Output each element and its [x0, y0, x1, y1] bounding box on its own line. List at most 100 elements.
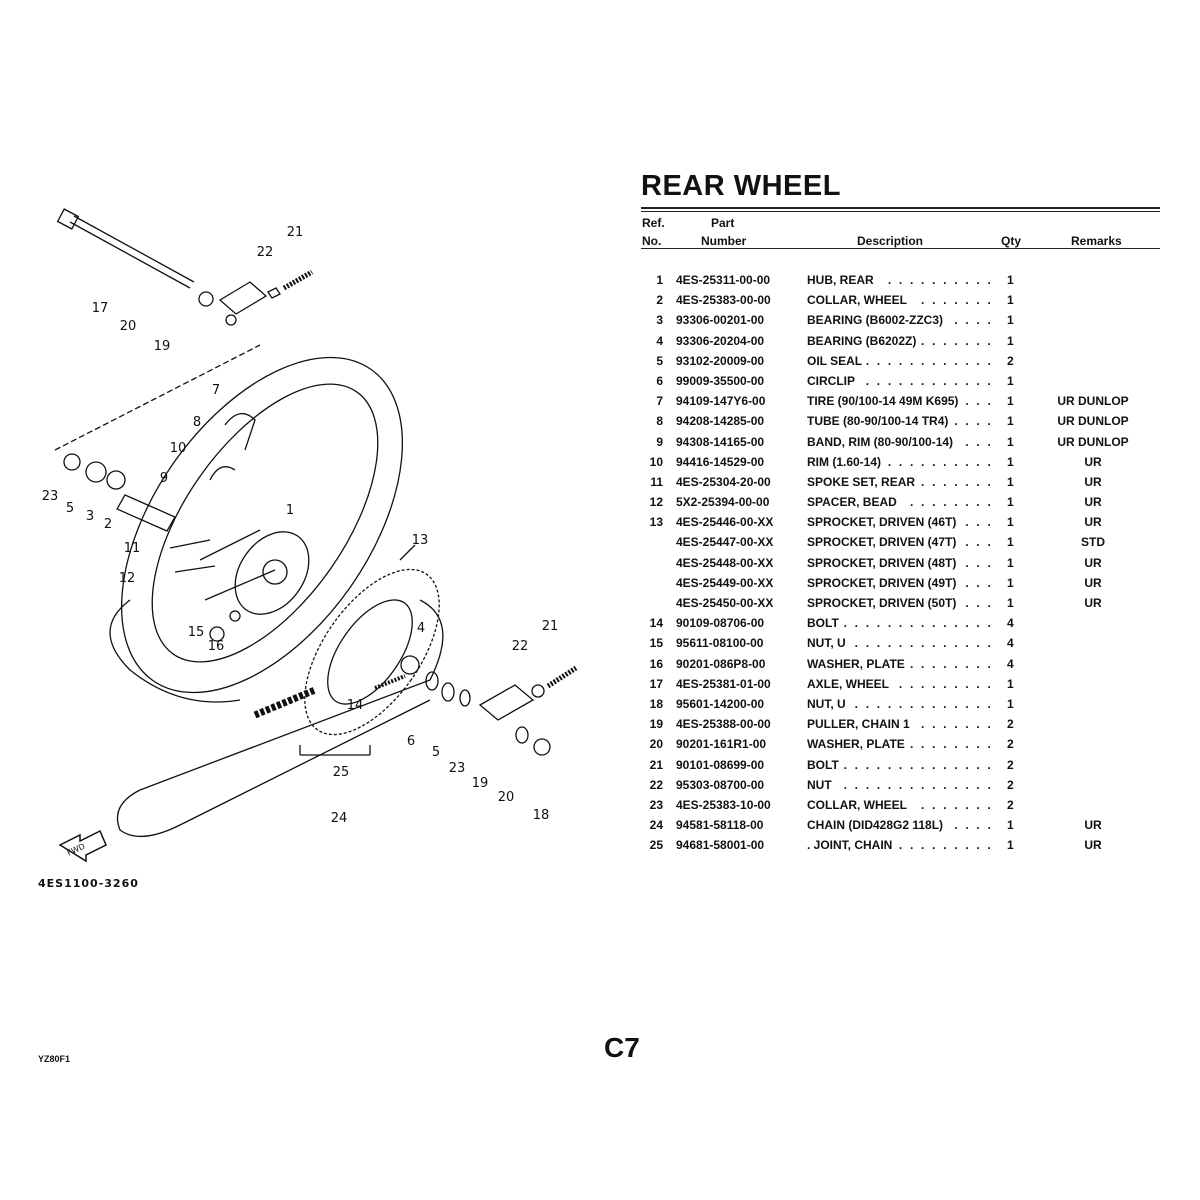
leader-dots: . . . . . . . . . . . . . .	[839, 613, 993, 634]
leader-dots: . . . . . . .	[917, 330, 993, 351]
part-description: SPROCKET, DRIVEN (49T). . .	[807, 572, 993, 593]
callout-label: 23	[449, 761, 466, 776]
part-description: BOLT. . . . . . . . . . . . . .	[807, 613, 993, 634]
chain-drawing	[116, 599, 444, 838]
callout-label: 7	[212, 383, 220, 398]
leader-dots: . . . . . . . . . . . .	[861, 350, 993, 371]
ref-number: 4	[656, 333, 663, 348]
remarks: UR	[1084, 515, 1102, 530]
header-rule	[641, 248, 1160, 249]
description-text: SPROCKET, DRIVEN (47T)	[807, 535, 957, 550]
leader-dots: . . . . . . .	[917, 714, 993, 735]
leader-dots: . . .	[961, 391, 993, 412]
leader-dots: . . . . . . . .	[905, 492, 993, 513]
quantity: 1	[1007, 293, 1014, 308]
header-ref-2: No.	[642, 234, 662, 248]
title-rule-thin	[641, 211, 1160, 212]
description-text: SPOKE SET, REAR	[807, 474, 916, 489]
part-description: CIRCLIP. . . . . . . . . . . .	[807, 370, 993, 391]
ref-number: 24	[649, 818, 663, 833]
page-title: REAR WHEEL	[641, 170, 841, 202]
part-number: 94308-14165-00	[676, 434, 765, 449]
ref-number: 12	[649, 495, 663, 510]
callout-label: 19	[154, 339, 171, 354]
part-description: SPACER, BEAD . . . . . . . .	[807, 492, 993, 513]
remarks: UR	[1084, 555, 1102, 570]
hub-drawing	[169, 529, 310, 615]
part-number: 95611-08100-00	[676, 636, 764, 651]
header-ref-1: Ref.	[642, 216, 665, 230]
callout-label: 19	[472, 776, 489, 791]
part-number: 5X2-25394-00-00	[676, 495, 770, 510]
part-number: 4ES-25388-00-00	[676, 717, 771, 732]
header-part-1: Part	[711, 216, 735, 230]
remarks: UR	[1084, 495, 1102, 510]
callout-label: 5	[432, 745, 440, 760]
description-text: SPROCKET, DRIVEN (49T)	[807, 575, 957, 590]
header-qty: Qty	[1001, 234, 1022, 248]
description-text: NUT, U	[807, 636, 846, 651]
part-description: SPROCKET, DRIVEN (47T). . .	[807, 532, 993, 553]
leader-dots: . . . . . . .	[917, 471, 993, 492]
description-text: AXLE, WHEEL	[807, 676, 890, 691]
leader-dots: . . .	[961, 552, 993, 573]
leader-dots: . . . . . . . . .	[894, 673, 993, 694]
leader-dots: . . . .	[950, 310, 993, 331]
callout-label: 23	[42, 489, 59, 504]
quantity: 1	[1007, 313, 1014, 328]
title-rule	[641, 207, 1160, 209]
description-text: TUBE (80-90/100-14 TR4)	[807, 414, 949, 429]
callout-label: 20	[498, 790, 515, 805]
callout-label: 8	[193, 415, 201, 430]
ref-number: 17	[649, 676, 663, 691]
callout-label: 18	[533, 808, 550, 823]
description-text: SPACER, BEAD	[807, 495, 897, 510]
leader-dots: . . . . . . .	[917, 794, 993, 815]
callout-label: 11	[124, 541, 141, 556]
part-number: 94416-14529-00	[676, 454, 765, 469]
model-code: YZ80F1	[38, 1054, 71, 1064]
leader-dots: . . . . . . . .	[905, 734, 993, 755]
description-text: PULLER, CHAIN 1	[807, 717, 910, 732]
ref-number: 9	[656, 434, 663, 449]
callout-label: 21	[287, 225, 304, 240]
part-number: 4ES-25311-00-00	[676, 273, 771, 287]
description-text: BEARING (B6202Z)	[807, 333, 917, 348]
quantity: 2	[1007, 737, 1014, 752]
part-description: BEARING (B6002-ZZC3). . . .	[807, 310, 993, 331]
description-text: RIM (1.60-14)	[807, 454, 882, 469]
ref-number: 7	[656, 394, 663, 409]
quantity: 1	[1007, 596, 1014, 610]
description-text: WASHER, PLATE	[807, 656, 905, 671]
remarks: UR DUNLOP	[1057, 394, 1129, 409]
remarks: UR DUNLOP	[1057, 434, 1129, 449]
quantity: 1	[1007, 333, 1014, 348]
description-text: SPROCKET, DRIVEN (46T)	[807, 515, 957, 530]
quantity: 2	[1007, 717, 1014, 732]
ref-number: 8	[656, 414, 663, 429]
part-description: TIRE (90/100-14 49M K695). . .	[807, 391, 993, 412]
quantity: 4	[1007, 656, 1014, 671]
description-text: OIL SEAL	[807, 353, 863, 368]
remarks: UR	[1084, 818, 1102, 833]
leader-dots: . . . . . . . . . . . . .	[850, 693, 993, 714]
description-text: BAND, RIM (80-90/100-14)	[807, 434, 954, 449]
tire-drawing	[109, 356, 404, 703]
quantity: 4	[1007, 616, 1014, 631]
part-number: 90201-086P8-00	[676, 656, 766, 671]
leader-dots: . . .	[961, 593, 993, 613]
quantity: 1	[1007, 696, 1014, 711]
quantity: 2	[1007, 353, 1014, 368]
